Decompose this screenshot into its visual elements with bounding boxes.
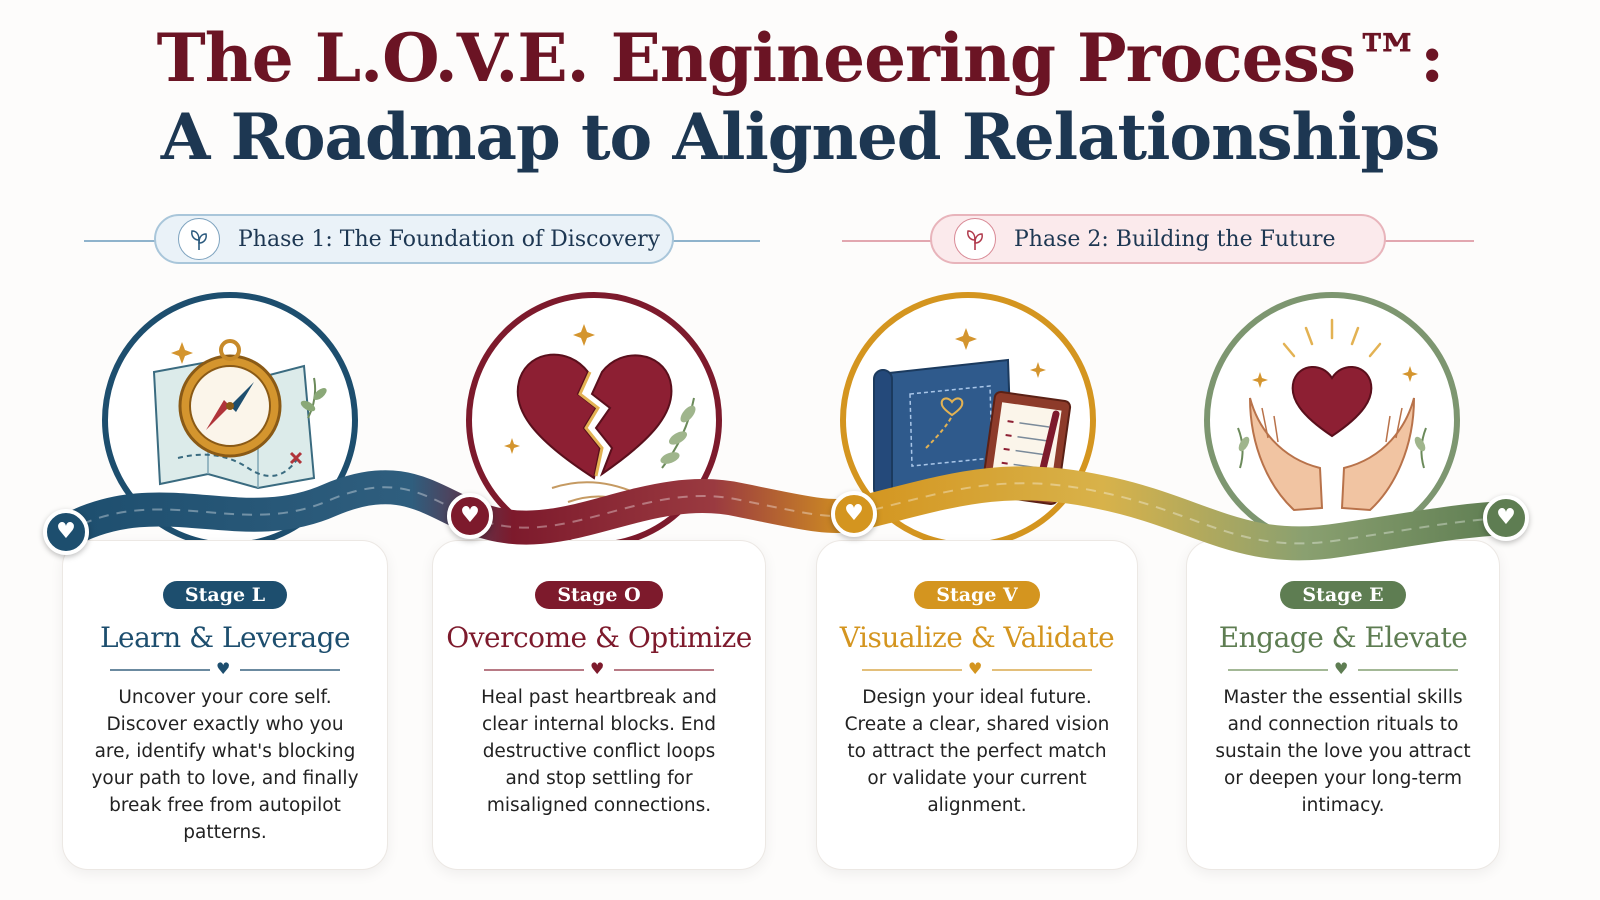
stage-l-pin: ♥: [43, 509, 89, 555]
stage-l-title: Learn & Leverage: [99, 621, 351, 654]
sprout-icon: [954, 218, 996, 260]
stage-o-card: Stage O Overcome & Optimize ♥ Heal past …: [432, 540, 766, 870]
stage-e-card: Stage E Engage & Elevate ♥ Master the es…: [1186, 540, 1500, 870]
stage-o-divider: ♥: [484, 660, 714, 678]
phase-1-pill: Phase 1: The Foundation of Discovery: [154, 214, 674, 264]
heart-icon: ♥: [460, 503, 480, 528]
compass-map-icon: [152, 339, 327, 490]
hands-heart-icon: [1237, 318, 1427, 512]
stage-o-badge: Stage O: [535, 581, 663, 609]
stage-l-card: Stage L Learn & Leverage ♥ Uncover your …: [62, 540, 388, 870]
broken-heart-icon: [504, 324, 696, 505]
phase-1-label: Phase 1: The Foundation of Discovery: [238, 226, 661, 252]
heart-icon: ♥: [1496, 505, 1516, 530]
sprout-icon: [178, 218, 220, 260]
stage-o-description: Heal past heartbreak and clear internal …: [481, 687, 717, 816]
stage-v-description: Design your ideal future. Create a clear…: [844, 687, 1110, 816]
stage-v-pin: ♥: [831, 491, 877, 537]
stage-v-badge: Stage V: [914, 581, 1040, 609]
stage-o-title: Overcome & Optimize: [446, 621, 752, 654]
heart-icon: ♥: [56, 519, 76, 544]
title-line-2: A Roadmap to Aligned Relationships: [160, 99, 1441, 175]
phase-2-pill: Phase 2: Building the Future: [930, 214, 1386, 264]
phase-2-label: Phase 2: Building the Future: [1014, 226, 1336, 252]
title-line-1: The L.O.V.E. Engineering Process™:: [156, 19, 1445, 97]
stage-e-description: Master the essential skills and connecti…: [1215, 687, 1471, 816]
stage-e-title: Engage & Elevate: [1218, 621, 1468, 654]
stage-e-pin: ♥: [1483, 495, 1529, 541]
stage-l-description: Uncover your core self. Discover exactly…: [91, 687, 359, 843]
stage-v-card: Stage V Visualize & Validate ♥ Design yo…: [816, 540, 1138, 870]
stage-o-pin: ♥: [447, 493, 493, 539]
stage-e-divider: ♥: [1228, 660, 1458, 678]
heart-icon: ♥: [844, 501, 864, 526]
stage-v-divider: ♥: [862, 660, 1092, 678]
stage-v-title: Visualize & Validate: [839, 621, 1115, 654]
stage-e-badge: Stage E: [1280, 581, 1406, 609]
page-title: The L.O.V.E. Engineering Process™: A Roa…: [0, 22, 1600, 173]
stage-l-divider: ♥: [110, 660, 340, 678]
heart-icon: ♥: [1334, 659, 1349, 678]
heart-icon: ♥: [968, 659, 983, 678]
heart-icon: ♥: [590, 659, 605, 678]
stage-l-badge: Stage L: [162, 581, 288, 609]
heart-icon: ♥: [216, 659, 231, 678]
